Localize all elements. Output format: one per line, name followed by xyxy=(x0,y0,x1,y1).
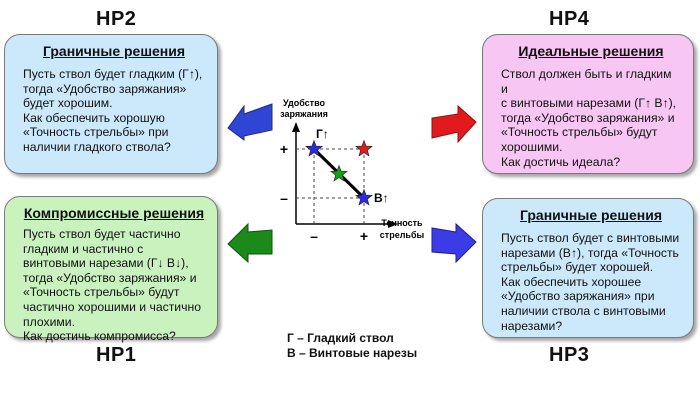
box-line: «Точность стрельбы» будут xyxy=(501,125,658,140)
box-body: Пусть ствол будет гладким (Г↑), тогда «У… xyxy=(23,67,205,155)
box-line: Пусть ствол будет гладким (Г↑), xyxy=(23,67,203,81)
label-hp2: НР2 xyxy=(96,8,137,30)
box-line: Как достичь идеала? xyxy=(501,154,621,169)
y-plus-sign: + xyxy=(280,141,288,157)
box-line: Пусть ствол будет частично xyxy=(23,227,181,241)
x-axis-arrowhead xyxy=(388,220,398,228)
arrow-to-hp4 xyxy=(431,104,477,144)
compromise-solutions-box: Компромиссные решения Пусть ствол будет … xyxy=(4,196,218,343)
box-line: Как достичь компромисса? xyxy=(23,329,176,344)
y-axis-label-line2: заряжания xyxy=(280,109,328,119)
box-line: «Точность стрельбы» при xyxy=(23,125,169,140)
box-line: Пусть ствол будет с винтовыми xyxy=(501,231,680,245)
point-label-g: Г↑ xyxy=(316,127,329,141)
box-line: тогда «Удобство заряжания» xyxy=(23,81,187,96)
box-line: плохими. xyxy=(23,314,75,329)
box-line: частично хорошими и частично xyxy=(23,299,201,314)
stars-group xyxy=(305,139,373,206)
legend: Г – Гладкий ствол В – Винтовые нарезы xyxy=(287,331,417,361)
y-minus-sign: – xyxy=(280,190,288,206)
legend-line-g: Г – Гладкий ствол xyxy=(287,331,394,345)
box-title: Компромиссные решения xyxy=(23,205,205,221)
star-g-blue xyxy=(305,139,323,157)
label-hp3: НР3 xyxy=(549,344,590,366)
box-line: Ствол должен быть и гладким и xyxy=(501,67,672,96)
x-minus-sign: – xyxy=(310,228,318,244)
star-ideal-red xyxy=(355,139,373,157)
box-body: Пусть ствол будет с винтовыми нарезами (… xyxy=(501,231,681,333)
arrow-to-hp3 xyxy=(431,222,477,264)
arrow-to-hp2 xyxy=(227,103,273,141)
box-line: нарезами? xyxy=(501,318,563,333)
box-line: стрельбы» будет хорошей. xyxy=(501,260,654,275)
box-line: наличии ствола с винтовыми xyxy=(501,303,666,318)
star-v-blue xyxy=(355,188,373,206)
boundary-solutions-box-left: Граничные решения Пусть ствол будет глад… xyxy=(4,34,218,174)
box-title: Граничные решения xyxy=(519,207,663,223)
box-title: Граничные решения xyxy=(42,43,186,59)
contradiction-graph: Удобство заряжания Точность стрельбы + –… xyxy=(280,98,425,244)
box-line: тогда «Удобство заряжания» и xyxy=(23,270,197,285)
box-line: гладким и частично с xyxy=(23,241,144,256)
box-line: с винтовыми нарезами (Г↑ В↑), xyxy=(501,96,677,111)
y-axis-arrowhead xyxy=(292,122,300,132)
point-label-v: В↑ xyxy=(374,191,389,205)
box-line: тогда «Удобство заряжания» и xyxy=(501,110,675,125)
label-hp1: НР1 xyxy=(96,344,137,366)
box-body: Ствол должен быть и гладким и с винтовым… xyxy=(501,67,681,169)
star-compromise-green xyxy=(330,164,348,182)
box-line: хорошими. xyxy=(501,139,563,154)
x-axis-label-line2: стрельбы xyxy=(380,230,425,240)
box-line: винтовыми нарезами (Г↓ В↓), xyxy=(23,256,189,271)
legend-line-v: В – Винтовые нарезы xyxy=(287,346,418,360)
x-axis-label-line1: Точность xyxy=(381,218,423,228)
box-line: Как обеспечить хорошее xyxy=(501,274,642,289)
box-line: наличии гладкого ствола? xyxy=(23,139,171,154)
box-line: Как обеспечить хорошую xyxy=(23,110,165,125)
box-line: «Точность стрельбы» будут xyxy=(23,285,180,300)
arrow-to-hp1 xyxy=(227,222,273,264)
x-plus-sign: + xyxy=(360,228,368,244)
ideal-solutions-box: Идеальные решения Ствол должен быть и гл… xyxy=(482,34,694,174)
box-title: Идеальные решения xyxy=(518,43,664,59)
box-line: нарезами (В↑), тогда «Точность xyxy=(501,245,679,260)
boundary-solutions-box-right: Граничные решения Пусть ствол будет с ви… xyxy=(482,198,694,338)
y-axis-label-line1: Удобство xyxy=(283,98,326,108)
box-body: Пусть ствол будет частично гладким и час… xyxy=(23,227,205,344)
box-line: «Удобство заряжания» при xyxy=(501,289,655,304)
box-line: будет хорошим. xyxy=(23,96,113,111)
label-hp4: НР4 xyxy=(549,8,590,30)
